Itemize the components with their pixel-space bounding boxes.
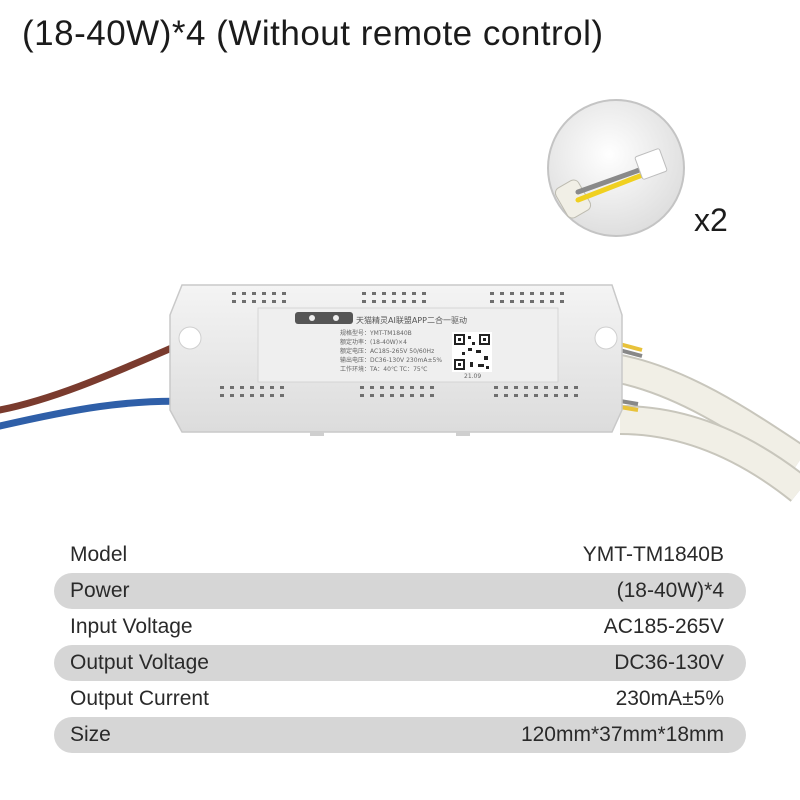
label-output-line: 输出电压：DC36-130V 230mA±5%: [340, 356, 442, 364]
spec-value: 230mA±5%: [615, 687, 724, 710]
spec-value: YMT-TM1840B: [582, 543, 724, 566]
spec-value: AC185-265V: [603, 615, 724, 638]
label-brand-line: 天猫精灵AI联盟APP二合一驱动: [356, 315, 467, 325]
spec-label: Output Current: [70, 687, 209, 710]
spec-row-power: Power (18-40W)*4: [54, 573, 746, 609]
spec-label: Power: [70, 579, 130, 602]
spec-row-output-voltage: Output Voltage DC36-130V: [54, 645, 746, 681]
spec-row-size: Size 120mm*37mm*18mm: [54, 717, 746, 753]
spec-label: Output Voltage: [70, 651, 209, 674]
connector-inset-circle: [547, 99, 685, 237]
spec-row-input-voltage: Input Voltage AC185-265V: [54, 609, 746, 645]
output-sleeves: [611, 340, 800, 502]
qr-code-icon: [452, 332, 492, 372]
label-power-line: 额定功率：(18-40W)×4: [340, 338, 407, 346]
spec-table: Model YMT-TM1840B Power (18-40W)*4 Input…: [54, 537, 746, 753]
product-photo: 天猫精灵AI联盟APP二合一驱动 规格型号：YMT-TM1840B 额定功率：(…: [0, 80, 800, 530]
label-model-line: 规格型号：YMT-TM1840B: [340, 329, 412, 337]
inset-quantity-label: x2: [694, 202, 728, 238]
cat-logo-icon: [295, 312, 353, 324]
driver-body: 天猫精灵AI联盟APP二合一驱动 规格型号：YMT-TM1840B 额定功率：(…: [169, 284, 623, 436]
spec-label: Input Voltage: [70, 615, 193, 638]
spec-value: (18-40W)*4: [616, 579, 724, 602]
spec-row-output-current: Output Current 230mA±5%: [54, 681, 746, 717]
spec-row-model: Model YMT-TM1840B: [54, 537, 746, 573]
label-input-line: 额定电压：AC185-265V 50/60Hz: [340, 347, 434, 355]
label-env-line: 工作环境：TA：40℃ TC：75℃: [340, 365, 428, 373]
spec-value: DC36-130V: [614, 651, 724, 674]
spec-label: Size: [70, 723, 111, 746]
label-date: 21.09: [464, 373, 481, 380]
headline-title: (18-40W)*4 (Without remote control): [22, 14, 604, 53]
spec-value: 120mm*37mm*18mm: [520, 723, 724, 746]
spec-label: Model: [70, 543, 128, 566]
